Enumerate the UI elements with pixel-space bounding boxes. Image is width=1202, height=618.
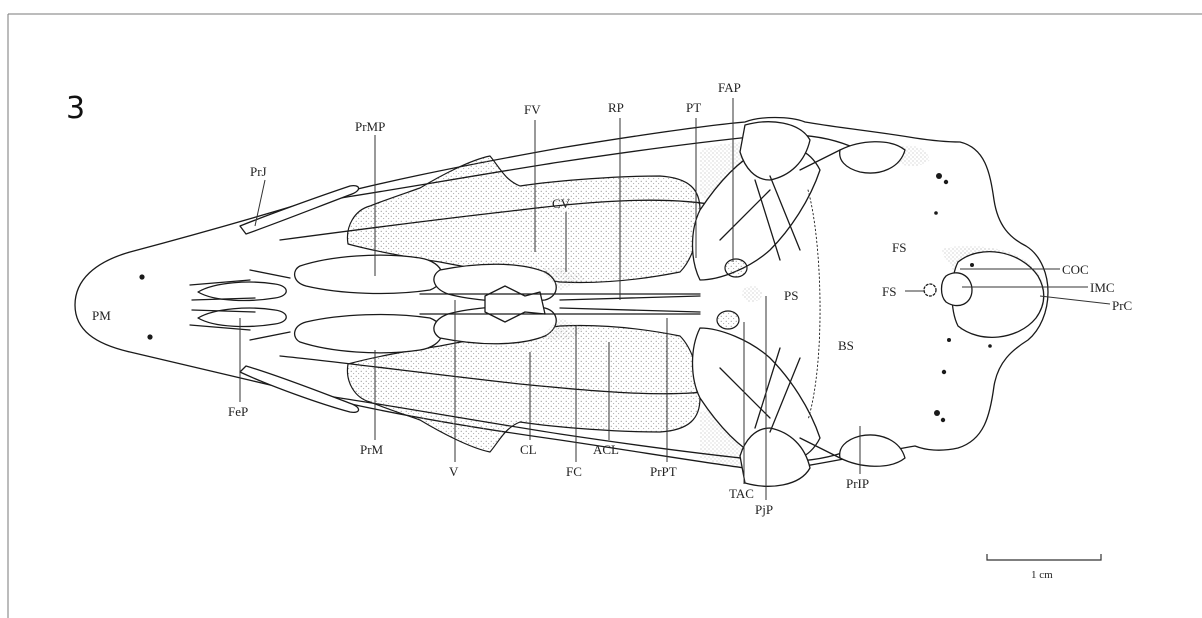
label-fep: FeP: [228, 404, 248, 419]
label-pm: PM: [92, 308, 111, 323]
foramen-8: [942, 370, 946, 374]
skull-drawing: [75, 118, 1048, 487]
label-fap: FAP: [718, 80, 741, 95]
label-ps: PS: [784, 288, 798, 303]
label-fc: FC: [566, 464, 582, 479]
label-prm: PrM: [360, 442, 384, 457]
label-fs-2: FS: [882, 284, 896, 299]
foramen-2: [147, 334, 152, 339]
label-cl: CL: [520, 442, 537, 457]
panel-number: 3: [66, 91, 85, 126]
parasphenoid-shade: [742, 286, 762, 302]
foramen-4: [944, 180, 948, 184]
label-fv: FV: [524, 102, 541, 117]
label-bs: BS: [838, 338, 854, 353]
label-imc: IMC: [1090, 280, 1115, 295]
foramen-10: [941, 418, 945, 422]
occipital-condyle: [942, 273, 973, 306]
label-prj: PrJ: [250, 164, 267, 179]
foramen-5: [934, 211, 938, 215]
label-v: V: [449, 464, 459, 479]
label-cv: CV: [552, 196, 571, 211]
foramen-1: [139, 274, 144, 279]
foramen-11: [988, 344, 992, 348]
label-prmp: PrMP: [355, 119, 385, 134]
lower-articular-knob: [717, 311, 739, 329]
label-prpt: PrPT: [650, 464, 677, 479]
foramen-3: [936, 173, 942, 179]
foramen-6: [970, 263, 974, 267]
label-prip: PrIP: [846, 476, 869, 491]
foramen-7: [947, 338, 951, 342]
scale-bar-label: 1 cm: [1031, 569, 1053, 581]
upper-articular-knob: [725, 259, 747, 277]
nasal-capsule-upper: [295, 255, 443, 293]
foramen-9: [934, 410, 940, 416]
label-prc: PrC: [1112, 298, 1132, 313]
scale-bar: 1 cm: [987, 554, 1101, 581]
label-pt: PT: [686, 100, 701, 115]
label-pjp: PjP: [755, 502, 773, 517]
label-coc: COC: [1062, 262, 1089, 277]
label-rp: RP: [608, 100, 624, 115]
label-tac: TAC: [729, 486, 754, 501]
label-fs: FS: [892, 240, 906, 255]
nasal-capsule-lower: [295, 315, 443, 353]
label-acl: ACL: [593, 442, 619, 457]
